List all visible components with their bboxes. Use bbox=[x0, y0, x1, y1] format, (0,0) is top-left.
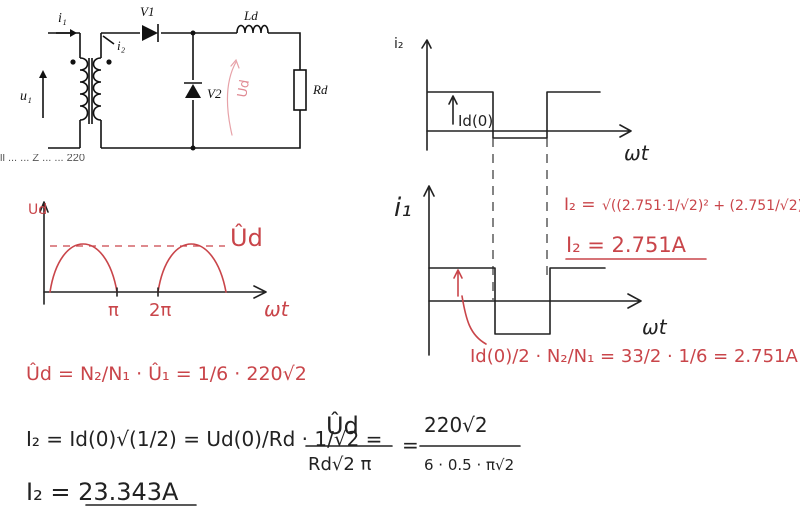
eq-i2-frac1-num: Ûd bbox=[326, 410, 359, 440]
i1-y-axis bbox=[423, 185, 435, 356]
ud-pencil-arrowhead bbox=[230, 58, 240, 69]
ud-half-wave-2 bbox=[157, 243, 227, 293]
eq-i2-equals: = bbox=[402, 433, 419, 457]
i1-waveform bbox=[428, 267, 606, 335]
label-i2: i₂ bbox=[117, 38, 126, 53]
eq-i2-rms-rhs: √((2.751·1/√2)² + (2.751/√2)²) bbox=[602, 198, 800, 214]
primary-wires bbox=[48, 32, 81, 149]
junction-bottom bbox=[190, 145, 196, 151]
ud-ylabel: Ud bbox=[28, 202, 47, 218]
i1-x-axis bbox=[428, 293, 642, 309]
inductor-ld bbox=[236, 24, 269, 34]
eq-i2-frac2-den: 6 · 0.5 · π√2 bbox=[424, 456, 514, 474]
ud-tick-pi: π bbox=[108, 300, 119, 321]
i1-waveform-graph bbox=[423, 185, 642, 356]
label-ud-annotation: Ud bbox=[235, 79, 253, 99]
transformer-core bbox=[88, 58, 93, 124]
eq-i2-lhs: I₂ = Id(0)√(1/2) = Ud(0)/Rd · 1/√2 = bbox=[26, 427, 382, 451]
cropped-caption-text: ll ... ... Z ... ... 220 bbox=[0, 154, 85, 162]
i1-callout-line bbox=[461, 295, 487, 345]
eq-id-relation: Id(0)/2 · N₂/N₁ = 33/2 · 1/6 = 2.751A bbox=[470, 346, 798, 367]
eq-i2-frac2-num: 220√2 bbox=[424, 413, 488, 437]
label-rd: Rd bbox=[312, 82, 328, 97]
i1-arrow-head bbox=[70, 29, 77, 37]
i2-id-annotation: Id(0) bbox=[458, 112, 493, 130]
ud-peak-label: Ûd bbox=[230, 222, 263, 252]
ud-pencil-arrow bbox=[226, 61, 237, 136]
i2-id-arrow bbox=[448, 95, 458, 125]
eq-i2-rms-result: I₂ = 2.751A bbox=[566, 233, 687, 257]
ud-xlabel: ωt bbox=[264, 297, 290, 321]
ud-waveform-graph bbox=[39, 201, 267, 305]
i1-amplitude-arrow bbox=[453, 269, 463, 297]
i2-waveform bbox=[427, 91, 601, 139]
ud-ticks bbox=[116, 287, 159, 297]
ud-y-axis bbox=[39, 201, 49, 305]
label-v1: V1 bbox=[140, 4, 154, 19]
ud-x-axis bbox=[43, 285, 267, 299]
primary-winding bbox=[79, 57, 89, 121]
ud-half-wave-1 bbox=[49, 243, 118, 293]
i1-ylabel: i₁ bbox=[394, 193, 412, 223]
eq-i2-result: I₂ = 23.343A bbox=[26, 478, 179, 506]
i2-ylabel: i₂ bbox=[394, 36, 404, 52]
eq-i2-frac1-den: Rd√2 π bbox=[308, 454, 372, 475]
secondary-dot bbox=[106, 59, 112, 65]
secondary-wires bbox=[100, 32, 301, 149]
label-i1: i₁ bbox=[58, 11, 67, 26]
diode-v1 bbox=[142, 25, 158, 41]
eq-i2-rms-lhs: I₂ = bbox=[564, 195, 595, 215]
label-v2: V2 bbox=[207, 86, 222, 101]
rectifier-circuit bbox=[39, 24, 307, 151]
secondary-winding bbox=[92, 57, 102, 121]
label-u1: u₁ bbox=[20, 89, 32, 104]
i1-xlabel: ωt bbox=[642, 315, 668, 339]
label-ld: Ld bbox=[243, 8, 258, 23]
u1-arrow-head bbox=[39, 70, 47, 78]
eq-ud-peak: Ûd = N₂/N₁ · Û₁ = 1/6 · 220√2 bbox=[26, 361, 307, 385]
i2-y-axis bbox=[421, 39, 432, 151]
i2-xlabel: ωt bbox=[624, 141, 650, 165]
junction-top bbox=[190, 30, 196, 36]
primary-dot bbox=[70, 59, 76, 65]
diode-v2 bbox=[185, 84, 201, 98]
i2-waveform-graph bbox=[421, 39, 632, 151]
resistor-rd bbox=[293, 69, 307, 111]
i2-x-axis bbox=[426, 124, 632, 138]
i2-arrow bbox=[102, 35, 115, 45]
ud-tick-2pi: 2π bbox=[149, 300, 171, 321]
